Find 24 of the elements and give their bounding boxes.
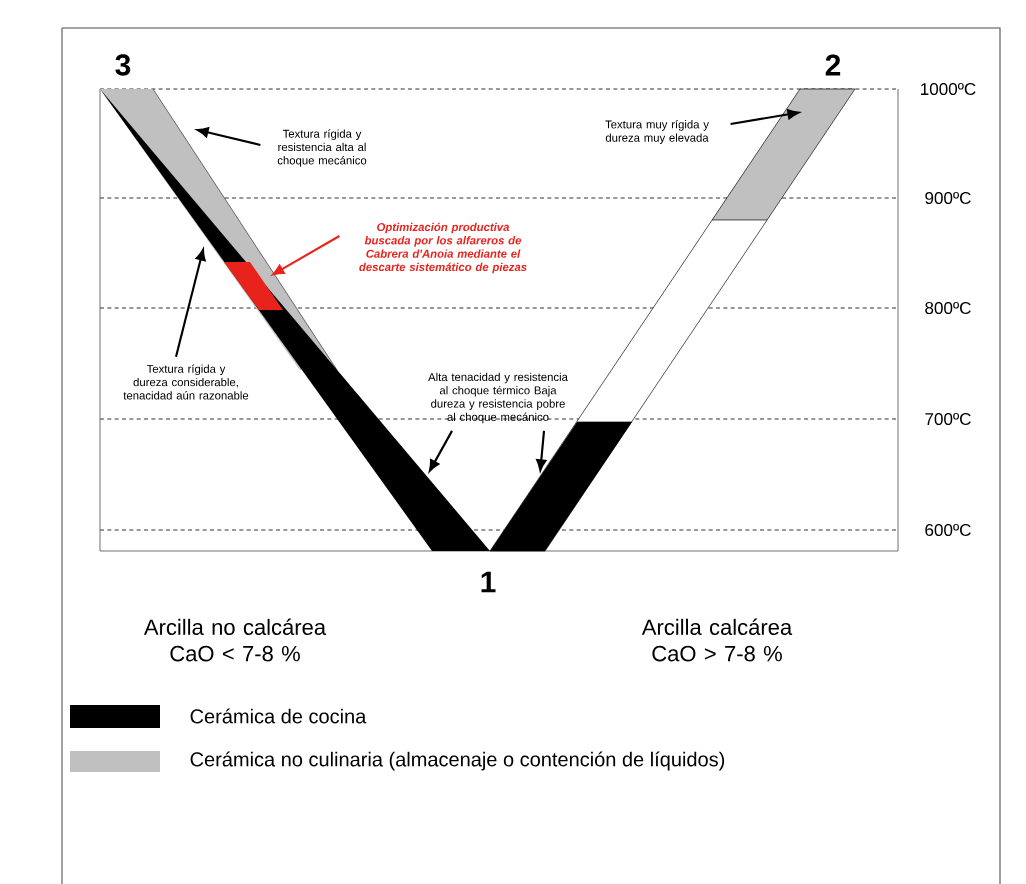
callout-number: 3: [115, 54, 131, 76]
temperature-label: 900ºC: [925, 191, 971, 205]
annotation-text: Optimización productiva buscada por los alfareros de Cabrera d'Anoia mediante el descarte sistemático de piezas: [359, 222, 527, 274]
axis-caption: Arcilla calcárea CaO > 7-8 %: [641, 618, 793, 662]
leader-arrow: [536, 430, 547, 472]
leader-arrow: [174, 248, 206, 358]
leader-arrow: [428, 430, 453, 472]
legend-text: Cerámica de cocina: [190, 708, 367, 724]
leader-arrow: [272, 235, 340, 276]
temperature-label: 600ºC: [925, 523, 971, 537]
temperature-label: 700ºC: [925, 412, 971, 426]
axis-caption: Arcilla no calcárea CaO < 7-8 %: [143, 618, 327, 662]
callout-number: 2: [825, 54, 841, 76]
leader-arrow: [730, 109, 800, 126]
leader-arrow: [196, 127, 261, 147]
annotation-text: Textura muy rígida y dureza muy elevada: [605, 120, 709, 144]
highlight-zone: [224, 262, 283, 310]
temperature-label: 800ºC: [925, 301, 971, 315]
annotation-text: Alta tenacidad y resistencia al choque térmico Baja dureza y resistencia pobre al choque mecánico: [428, 372, 568, 424]
callout-number: 1: [481, 571, 496, 593]
temperature-label: 1000ºC: [921, 82, 976, 96]
annotation-text: Textura rígida y dureza considerable, tenacidad aún razonable: [123, 364, 249, 400]
annotation-text: Textura rígida y resistencia alta al choque mecánico: [277, 129, 367, 167]
legend-text: Cerámica no culinaria (almacenaje o contención de líquidos): [190, 751, 725, 771]
